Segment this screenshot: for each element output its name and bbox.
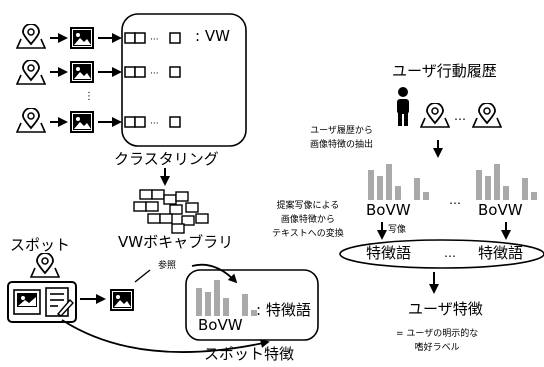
spot-bovw-box (185, 269, 319, 341)
feature-extraction-label: ユーザ履歴から 画像特徴の抽出 (310, 126, 374, 151)
spot-feature-label: スポット特徴 (204, 345, 295, 363)
vw-vector (124, 32, 181, 44)
feature-word-left: 特徴語 (366, 244, 412, 262)
bovw-right-label: BoVW (478, 201, 523, 219)
spot-feature-word-label: : 特徴語 (256, 301, 311, 319)
spot-histogram (196, 280, 257, 316)
histogram-bar (522, 178, 528, 200)
clustering-label: クラスタリング (114, 150, 219, 168)
bovw-ellipsis: … (449, 193, 461, 207)
feature-word-right: 特徴語 (478, 244, 524, 262)
user-feature-label: ユーザ特徴 (408, 300, 483, 318)
pin-ellipsis: … (454, 109, 466, 123)
vw-vector (124, 116, 181, 128)
histogram-bar (368, 170, 374, 200)
svg-text:⋮: ⋮ (84, 91, 94, 102)
spot-bovw-label: BoVW (198, 316, 243, 334)
histogram-bar (242, 294, 248, 316)
histogram-bar (223, 298, 229, 316)
histogram-bar (251, 310, 257, 316)
histogram-bar (531, 192, 537, 200)
map-pin-icon (420, 103, 450, 128)
feature-word-ellipse (339, 239, 544, 269)
histogram-bar (205, 292, 211, 316)
image-icon (70, 27, 94, 49)
feature-word-ellipsis: … (444, 246, 456, 260)
histogram-bar (494, 164, 500, 200)
spot-card (7, 281, 77, 323)
histogram-bar (377, 176, 383, 200)
histogram-bar (395, 186, 401, 200)
image-icon (70, 111, 94, 133)
vw-box (121, 13, 247, 147)
map-pin-icon (16, 108, 46, 133)
image-icon (110, 289, 134, 311)
histogram-bar (476, 170, 482, 200)
image-rows: ⋮ (16, 24, 181, 133)
mapping-label: 写像 (388, 225, 407, 235)
vw-vocabulary-cluster (133, 189, 209, 234)
vw-vector (124, 66, 181, 78)
document-icon (45, 287, 74, 317)
reference-label: 参照 (158, 261, 177, 271)
image-icon (70, 61, 94, 83)
user-history-title: ユーザ行動履歴 (392, 62, 497, 80)
histogram-bar (485, 176, 491, 200)
histogram-bar (196, 288, 202, 316)
camera-icon (13, 289, 41, 315)
user-histogram-right (476, 164, 537, 200)
vw-label: : VW (195, 27, 230, 45)
vw-vocabulary-label: VWボキャブラリ (118, 233, 234, 251)
user-histogram-left (368, 164, 429, 200)
user-feature-desc: = ユーザの明示的な 嗜好ラベル (396, 329, 479, 354)
map-pin-icon (472, 103, 502, 128)
person-icon (397, 87, 409, 126)
map-pin-icon (16, 24, 46, 49)
map-pin-icon (30, 253, 60, 278)
map-pin-icon (16, 60, 46, 85)
conversion-label: 提案写像による 画像特徴から テキストへの変換 (272, 201, 344, 239)
histogram-bar (503, 186, 509, 200)
bovw-left-label: BoVW (366, 201, 411, 219)
spot-label: スポット (10, 236, 71, 254)
histogram-bar (414, 178, 420, 200)
histogram-bar (214, 280, 220, 316)
histogram-bar (423, 192, 429, 200)
histogram-bar (386, 164, 392, 200)
